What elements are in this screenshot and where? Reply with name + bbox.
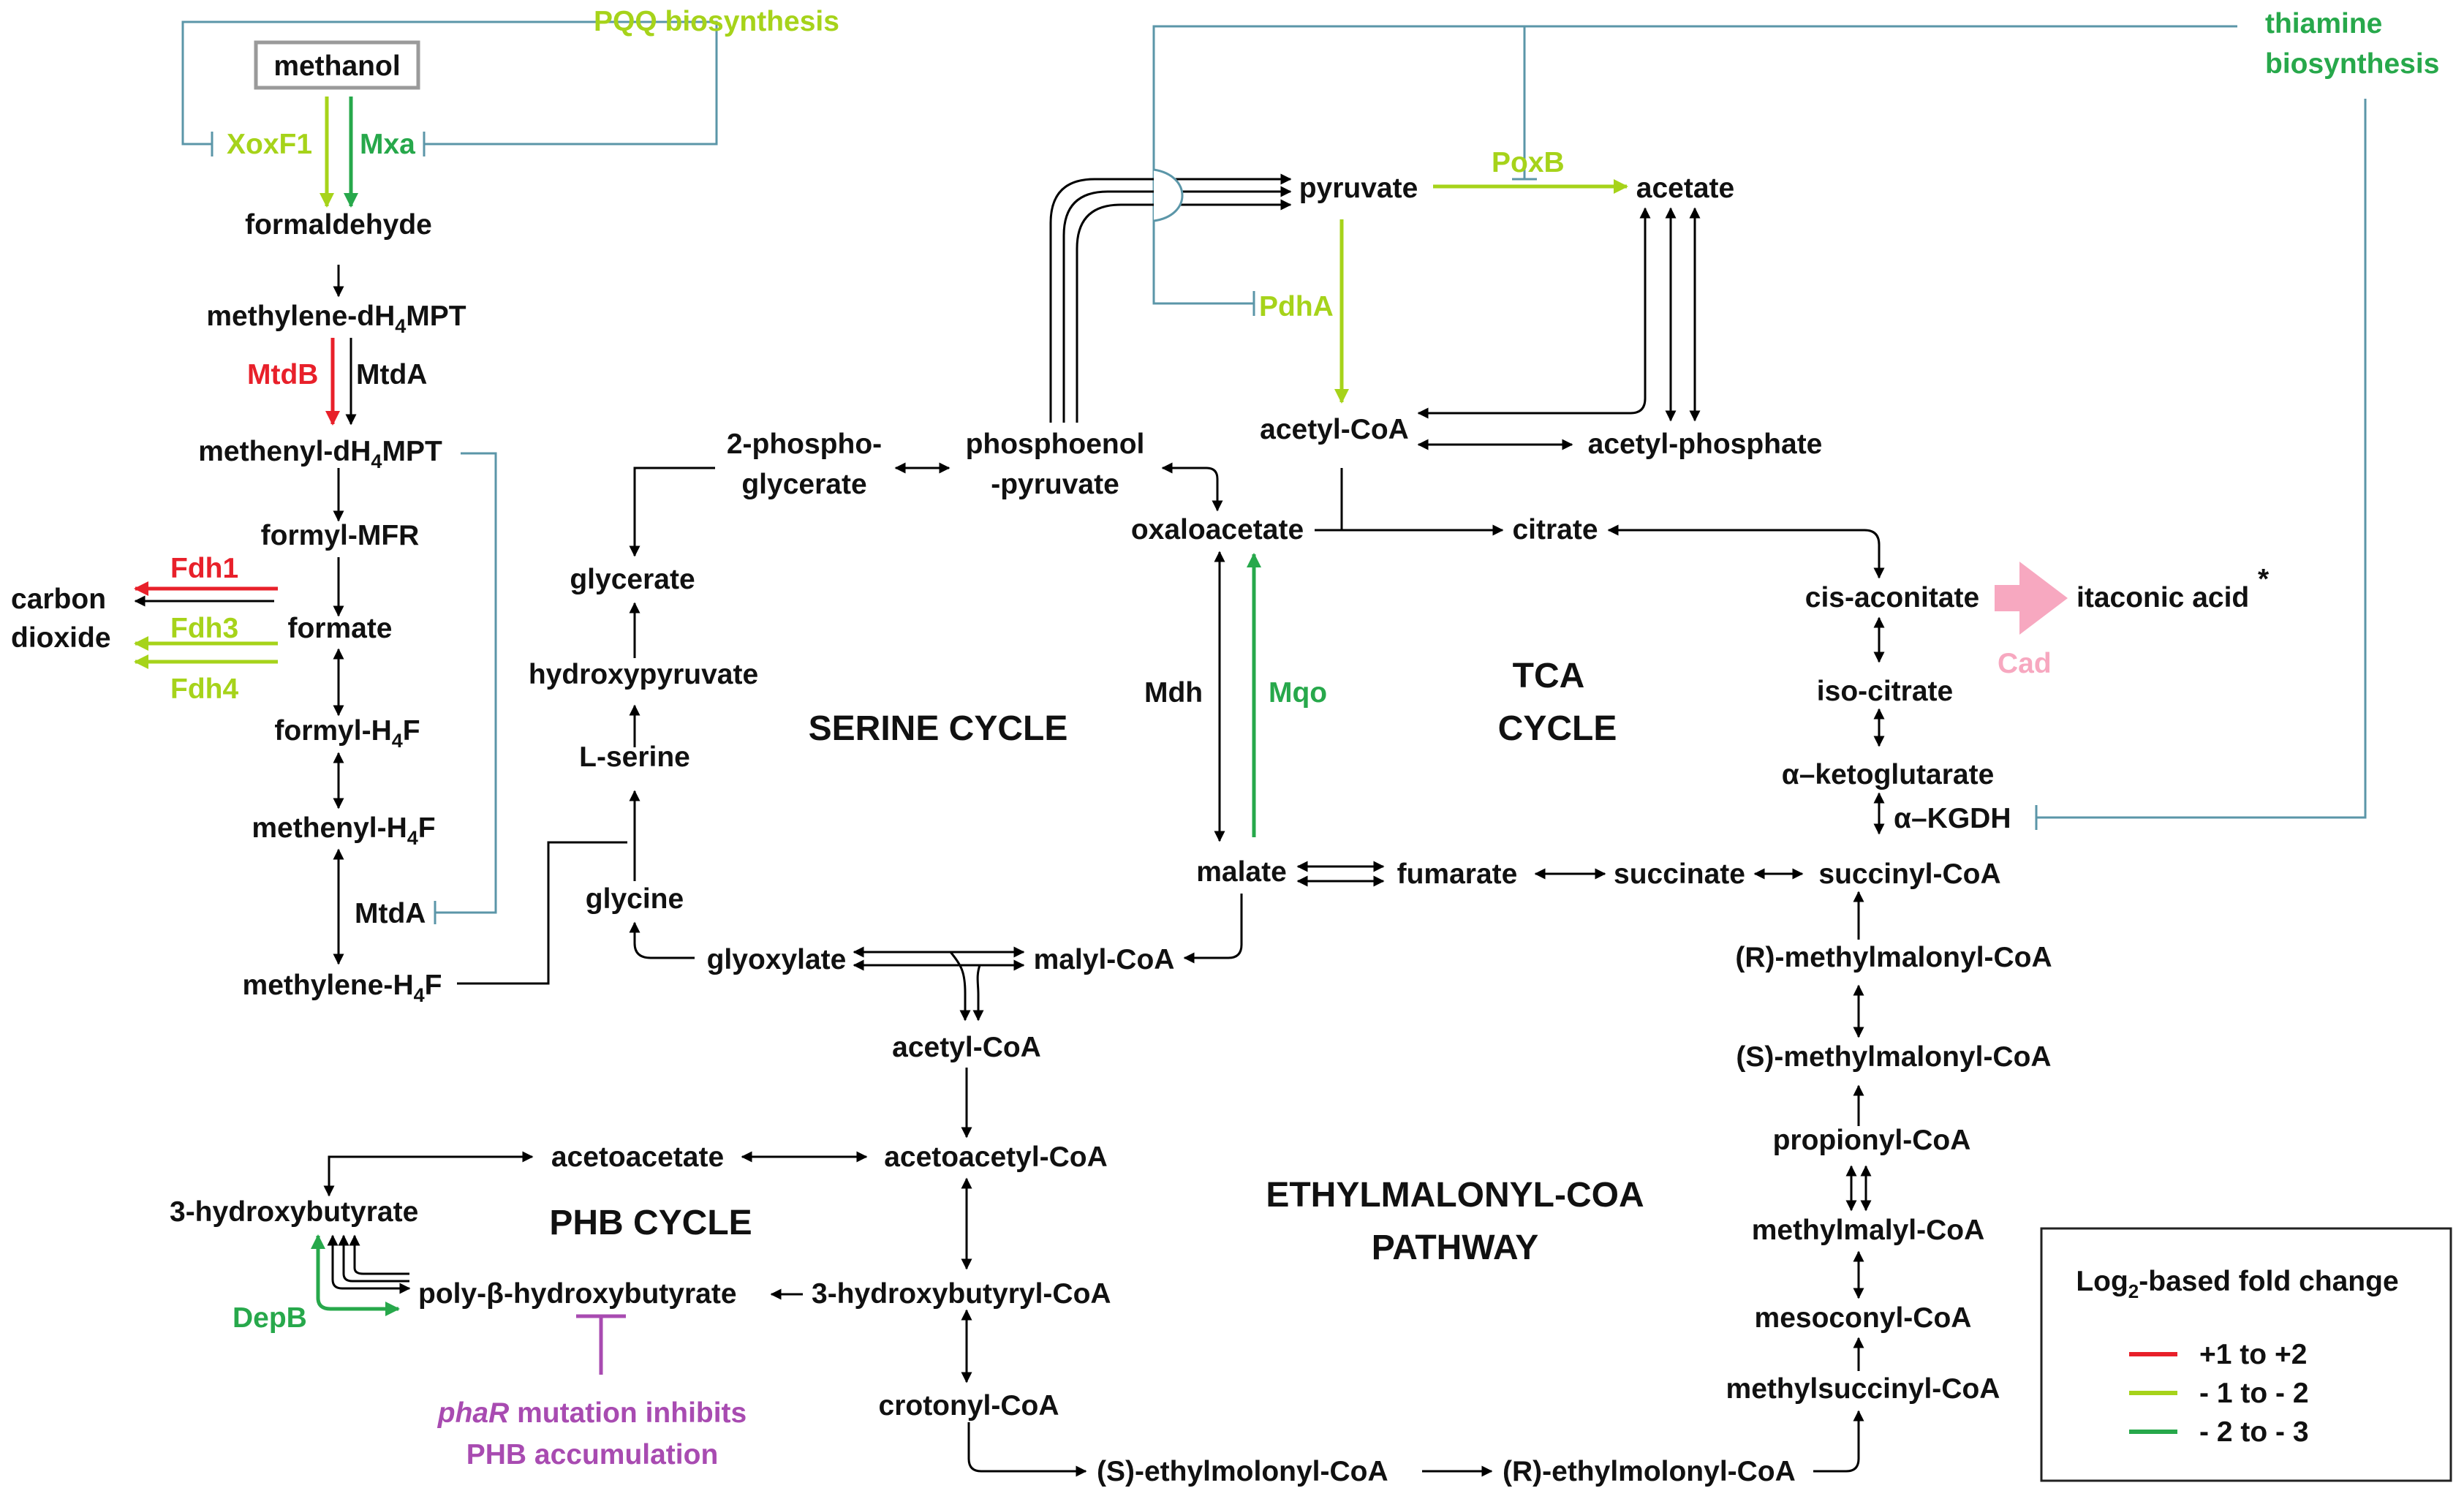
- mtda-label-bottom: MtdA: [355, 898, 426, 929]
- methylene-dh4mpt-label: methylene-dH4MPT: [206, 301, 466, 337]
- pqq-biosynthesis-label: PQQ biosynthesis: [594, 6, 839, 37]
- pep-label-line2: -pyruvate: [991, 469, 1119, 500]
- formate-label: formate: [287, 613, 392, 644]
- methylmalyl-coa-label: methylmalyl-CoA: [1752, 1215, 1985, 1246]
- glyoxylate-label: glyoxylate: [707, 944, 847, 975]
- acetate-label: acetate: [1636, 173, 1734, 204]
- succinate-label: succinate: [1614, 858, 1745, 890]
- oxaloacetate-label: oxaloacetate: [1131, 514, 1304, 545]
- legend-box: [2040, 1227, 2452, 1482]
- legend-title: Log2-based fold change: [2076, 1266, 2398, 1302]
- alpha-ketoglutarate-label: α–ketoglutarate: [1782, 759, 1995, 790]
- pep-label-line1: phosphoenol: [966, 428, 1145, 460]
- acetyl-coa-serine-label: acetyl-CoA: [892, 1032, 1041, 1063]
- regulatory-lines: [181, 20, 2367, 924]
- cad-label: Cad: [1998, 648, 2052, 679]
- methenyl-h4f-label: methenyl-H4F: [252, 812, 435, 849]
- dioxide-label: dioxide: [11, 622, 111, 654]
- cis-aconitate-label: cis-aconitate: [1805, 582, 1979, 613]
- fdh1-label: Fdh1: [170, 553, 238, 584]
- legend-label-lime: - 1 to - 2: [2199, 1378, 2309, 1409]
- phb-label: poly-β-hydroxybutyrate: [418, 1278, 737, 1310]
- r-ethylmalonyl-coa-label: (R)-ethylmolonyl-CoA: [1503, 1456, 1796, 1487]
- glycine-label: glycine: [586, 883, 684, 915]
- acetyl-phosphate-label: acetyl-phosphate: [1588, 428, 1823, 460]
- methenyl-dh4mpt-label: methenyl-dH4MPT: [198, 436, 442, 472]
- pathway-arrows: [134, 168, 1885, 1477]
- fumarate-label: fumarate: [1397, 858, 1518, 890]
- propionyl-coa-label: propionyl-CoA: [1773, 1125, 1971, 1156]
- acetoacetate-label: acetoacetate: [551, 1141, 724, 1173]
- formyl-h4f-label: formyl-H4F: [274, 715, 420, 752]
- citrate-label: citrate: [1512, 514, 1598, 545]
- acetoacetyl-coa-label: acetoacetyl-CoA: [884, 1141, 1108, 1173]
- fdh4-label: Fdh4: [170, 673, 238, 705]
- l-serine-label: L-serine: [579, 741, 690, 773]
- phosphoglycerate-label-line2: glycerate: [741, 469, 866, 500]
- crotonyl-coa-label: crotonyl-CoA: [879, 1390, 1059, 1421]
- itaconic-asterisk: *: [2258, 564, 2270, 595]
- emc-title-line1: ETHYLMALONYL-COA: [1266, 1176, 1644, 1215]
- glycerate-label: glycerate: [570, 564, 695, 595]
- tca-title-line1: TCA: [1513, 657, 1585, 695]
- malate-label: malate: [1196, 856, 1287, 888]
- phar-note-rest: mutation inhibits: [509, 1397, 747, 1429]
- mtda-label-top: MtdA: [356, 359, 427, 390]
- thiamine-label-line2: biosynthesis: [2265, 48, 2439, 80]
- s-methylmalonyl-coa-label: (S)-methylmalonyl-CoA: [1736, 1041, 2051, 1073]
- acetyl-coa-tca-label: acetyl-CoA: [1260, 414, 1409, 445]
- legend: Log2-based fold change +1 to +2 - 1 to -…: [2040, 1227, 2452, 1482]
- r-methylmalonyl-coa-label: (R)-methylmalonyl-CoA: [1735, 942, 2052, 973]
- carbon-label: carbon: [11, 584, 106, 615]
- malyl-coa-label: malyl-CoA: [1034, 944, 1175, 975]
- metabolite-labels: methanol formaldehyde methylene-dH4MPT m…: [11, 50, 2270, 1487]
- methanol-label: methanol: [273, 50, 400, 82]
- formaldehyde-label: formaldehyde: [245, 209, 432, 241]
- itaconic-acid-label: itaconic acid: [2076, 582, 2249, 613]
- methanol-box: [254, 40, 420, 90]
- pdha-label: PdhA: [1259, 291, 1334, 322]
- hydroxybutyryl-coa-label: 3-hydroxybutyryl-CoA: [812, 1278, 1111, 1310]
- phar-note: phaR mutation inhibits PHB accumulation: [437, 1397, 747, 1470]
- mtdb-label: MtdB: [247, 359, 318, 390]
- emc-title-line2: PATHWAY: [1372, 1228, 1538, 1267]
- enzyme-labels: PQQ biosynthesis XoxF1 Mxa MtdB MtdA Mtd…: [170, 6, 2439, 1334]
- succinyl-coa-label: succinyl-CoA: [1818, 858, 2000, 890]
- colored-arrows: [134, 97, 2068, 1375]
- xoxf1-label: XoxF1: [227, 129, 312, 160]
- phb-cycle-title: PHB CYCLE: [549, 1204, 752, 1242]
- serine-cycle-title: SERINE CYCLE: [809, 709, 1068, 748]
- legend-label-green: - 2 to - 3: [2199, 1416, 2309, 1448]
- mdh-label: Mdh: [1144, 677, 1203, 709]
- phosphoglycerate-label-line1: 2-phospho-: [727, 428, 882, 460]
- legend-label-red: +1 to +2: [2199, 1339, 2307, 1370]
- thiamine-label-line1: thiamine: [2265, 8, 2382, 39]
- hydroxypyruvate-label: hydroxypyruvate: [529, 659, 758, 690]
- section-titles: SERINE CYCLE TCA CYCLE PHB CYCLE ETHYLMA…: [549, 657, 1644, 1267]
- tca-title-line2: CYCLE: [1498, 709, 1617, 748]
- akgdh-label: α–KGDH: [1894, 803, 2011, 834]
- mxa-label: Mxa: [360, 129, 415, 160]
- hydroxybutyrate-label: 3-hydroxybutyrate: [170, 1196, 418, 1228]
- poxb-label: PoxB: [1492, 147, 1565, 178]
- mqo-label: Mqo: [1269, 677, 1327, 709]
- iso-citrate-label: iso-citrate: [1817, 676, 1953, 707]
- phar-gene: phaR: [437, 1397, 510, 1429]
- svg-text:phaR mutation inhibits: phaR mutation inhibits: [437, 1397, 747, 1429]
- fdh3-label: Fdh3: [170, 613, 238, 644]
- mesoconyl-coa-label: mesoconyl-CoA: [1755, 1302, 1972, 1334]
- depb-label: DepB: [233, 1302, 307, 1334]
- phar-note-line2: PHB accumulation: [466, 1439, 719, 1470]
- s-ethylmalonyl-coa-label: (S)-ethylmolonyl-CoA: [1097, 1456, 1388, 1487]
- formyl-mfr-label: formyl-MFR: [261, 520, 420, 551]
- methylene-h4f-label: methylene-H4F: [243, 970, 442, 1006]
- cad-arrow: [1995, 562, 2068, 635]
- pyruvate-label: pyruvate: [1299, 173, 1418, 204]
- methylsuccinyl-coa-label: methylsuccinyl-CoA: [1726, 1373, 2000, 1405]
